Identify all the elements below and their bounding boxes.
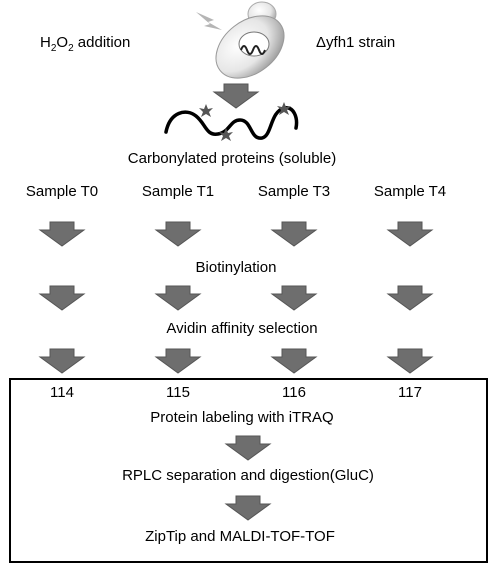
rplc-separation-label: RPLC separation and digestion(GluC) <box>122 467 374 484</box>
maldi-label: ZipTip and MALDI-TOF-TOF <box>145 528 335 545</box>
itraq-tag-116: 116 <box>282 384 306 401</box>
sample-t1-label: Sample T1 <box>141 183 215 200</box>
avidin-selection-label: Avidin affinity selection <box>166 320 318 337</box>
arrow-down-icon <box>154 348 202 374</box>
sample-t4-label: Sample T4 <box>373 183 447 200</box>
arrow-down-icon <box>270 285 318 311</box>
h2o2-addition-label: H2O2 addition <box>40 34 131 54</box>
arrow-down-icon <box>38 221 86 247</box>
lightning-bolt-icon <box>196 12 222 30</box>
itraq-tag-117: 117 <box>398 384 422 401</box>
arrow-down-icon <box>38 285 86 311</box>
arrow-down-icon <box>386 348 434 374</box>
itraq-workflow-box <box>9 378 488 563</box>
arrow-down-icon <box>386 221 434 247</box>
sample-t0-label: Sample T0 <box>25 183 99 200</box>
strain-label: Δyfh1 strain <box>316 34 396 51</box>
biotinylation-label: Biotinylation <box>195 259 277 276</box>
arrow-down-icon <box>386 285 434 311</box>
sample-t3-label: Sample T3 <box>257 183 331 200</box>
arrow-down-icon <box>212 83 260 109</box>
itraq-tag-115: 115 <box>166 384 190 401</box>
arrow-down-icon <box>154 221 202 247</box>
arrow-down-icon <box>38 348 86 374</box>
arrow-down-icon <box>270 348 318 374</box>
arrow-down-icon <box>270 221 318 247</box>
carbonylated-proteins-label: Carbonylated proteins (soluble) <box>127 150 337 167</box>
itraq-tag-114: 114 <box>50 384 74 401</box>
arrow-down-icon <box>154 285 202 311</box>
protein-labeling-label: Protein labeling with iTRAQ <box>150 409 334 426</box>
